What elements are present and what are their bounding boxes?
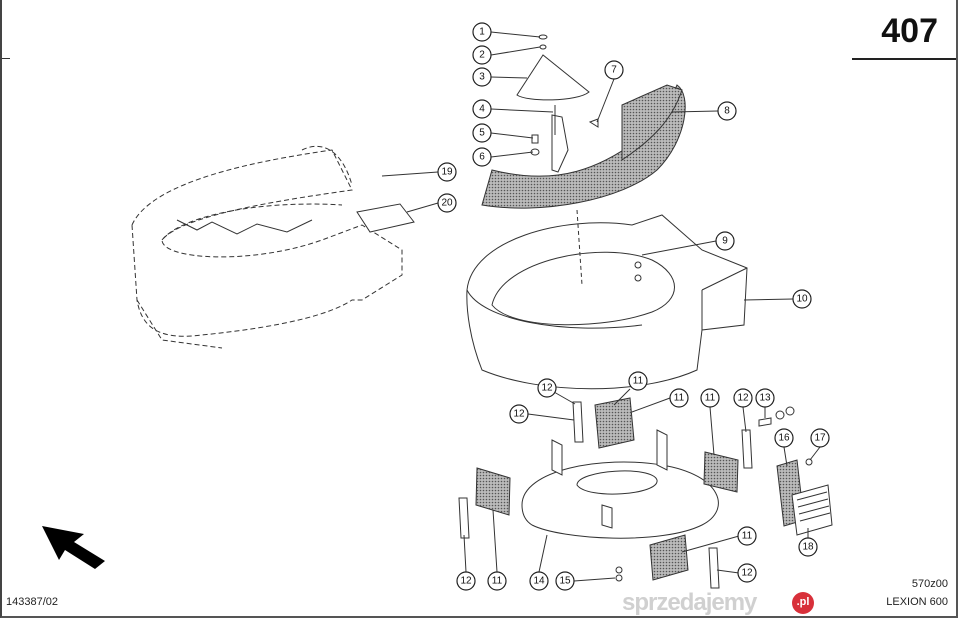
callout-5[interactable]: 5 xyxy=(472,123,492,143)
dashed-reference-housing xyxy=(131,145,415,349)
svg-text:6: 6 xyxy=(479,152,485,163)
frame-tick xyxy=(2,58,10,59)
callout-6[interactable]: 6 xyxy=(472,147,492,167)
callout-16[interactable]: 16 xyxy=(774,428,794,448)
svg-text:10: 10 xyxy=(796,294,808,305)
svg-text:12: 12 xyxy=(741,568,753,579)
leader-lines xyxy=(381,31,821,582)
svg-text:11: 11 xyxy=(633,376,644,387)
callout-11[interactable]: 11 xyxy=(700,388,720,408)
callout-12[interactable]: 12 xyxy=(537,378,557,398)
callout-19[interactable]: 19 xyxy=(437,162,457,182)
svg-text:12: 12 xyxy=(513,409,525,420)
svg-text:18: 18 xyxy=(802,542,814,553)
svg-text:19: 19 xyxy=(441,167,453,178)
svg-text:12: 12 xyxy=(460,576,472,587)
svg-text:11: 11 xyxy=(492,576,503,587)
watermark-text: sprzedajemy xyxy=(622,589,757,616)
svg-text:1: 1 xyxy=(479,27,485,38)
clamp-bars-part-12 xyxy=(458,401,753,589)
svg-text:11: 11 xyxy=(742,531,753,542)
callout-13[interactable]: 13 xyxy=(755,388,775,408)
callout-18[interactable]: 18 xyxy=(798,537,818,557)
svg-text:13: 13 xyxy=(759,393,771,404)
callout-12[interactable]: 12 xyxy=(737,563,757,583)
callout-17[interactable]: 17 xyxy=(810,428,830,448)
svg-text:16: 16 xyxy=(778,433,790,444)
wear-plates-part-11 xyxy=(475,397,739,581)
svg-text:3: 3 xyxy=(479,72,485,83)
callout-11[interactable]: 11 xyxy=(487,571,507,591)
bolts-and-combs xyxy=(615,406,833,582)
drawing-number: 570z00 xyxy=(911,578,948,590)
callout-15[interactable]: 15 xyxy=(555,571,575,591)
callout-4[interactable]: 4 xyxy=(472,99,492,119)
svg-text:2: 2 xyxy=(479,50,485,61)
svg-text:12: 12 xyxy=(541,383,553,394)
callout-11[interactable]: 11 xyxy=(628,371,648,391)
spreader-housing-part-10 xyxy=(466,209,748,390)
svg-text:11: 11 xyxy=(705,393,716,404)
svg-text:14: 14 xyxy=(533,576,545,587)
spreader-disc-part-14 xyxy=(521,429,719,539)
page-number-rule xyxy=(852,58,956,60)
callout-9[interactable]: 9 xyxy=(715,231,735,251)
svg-text:17: 17 xyxy=(814,433,826,444)
callout-3[interactable]: 3 xyxy=(472,67,492,87)
callout-12[interactable]: 12 xyxy=(456,571,476,591)
svg-text:15: 15 xyxy=(559,576,571,587)
document-number: 143387/02 xyxy=(6,596,58,608)
svg-text:9: 9 xyxy=(722,236,728,247)
svg-text:11: 11 xyxy=(674,393,685,404)
callout-2[interactable]: 2 xyxy=(472,45,492,65)
callout-11[interactable]: 11 xyxy=(737,526,757,546)
callouts: 1 2 3 4 5 6 7 8 9 10 11 11 11 11 11 12 1… xyxy=(437,22,830,591)
callout-12[interactable]: 12 xyxy=(509,404,529,424)
svg-text:5: 5 xyxy=(479,128,485,139)
svg-text:8: 8 xyxy=(724,106,730,117)
callout-11[interactable]: 11 xyxy=(669,388,689,408)
direction-arrow-icon xyxy=(42,526,105,569)
model-name: LEXION 600 xyxy=(886,596,948,608)
page-number: 407 xyxy=(881,12,938,50)
cone-assembly xyxy=(516,34,599,173)
callout-14[interactable]: 14 xyxy=(529,571,549,591)
callout-12[interactable]: 12 xyxy=(733,388,753,408)
callout-20[interactable]: 20 xyxy=(437,193,457,213)
svg-text:12: 12 xyxy=(737,393,749,404)
callout-1[interactable]: 1 xyxy=(472,22,492,42)
callout-7[interactable]: 7 xyxy=(604,60,624,80)
svg-text:4: 4 xyxy=(479,104,485,115)
callout-10[interactable]: 10 xyxy=(792,289,812,309)
callout-8[interactable]: 8 xyxy=(717,101,737,121)
svg-text:7: 7 xyxy=(611,65,617,76)
svg-text:20: 20 xyxy=(441,198,453,209)
watermark-badge: .pl xyxy=(792,592,814,614)
curved-screen-part-8 xyxy=(481,84,686,209)
